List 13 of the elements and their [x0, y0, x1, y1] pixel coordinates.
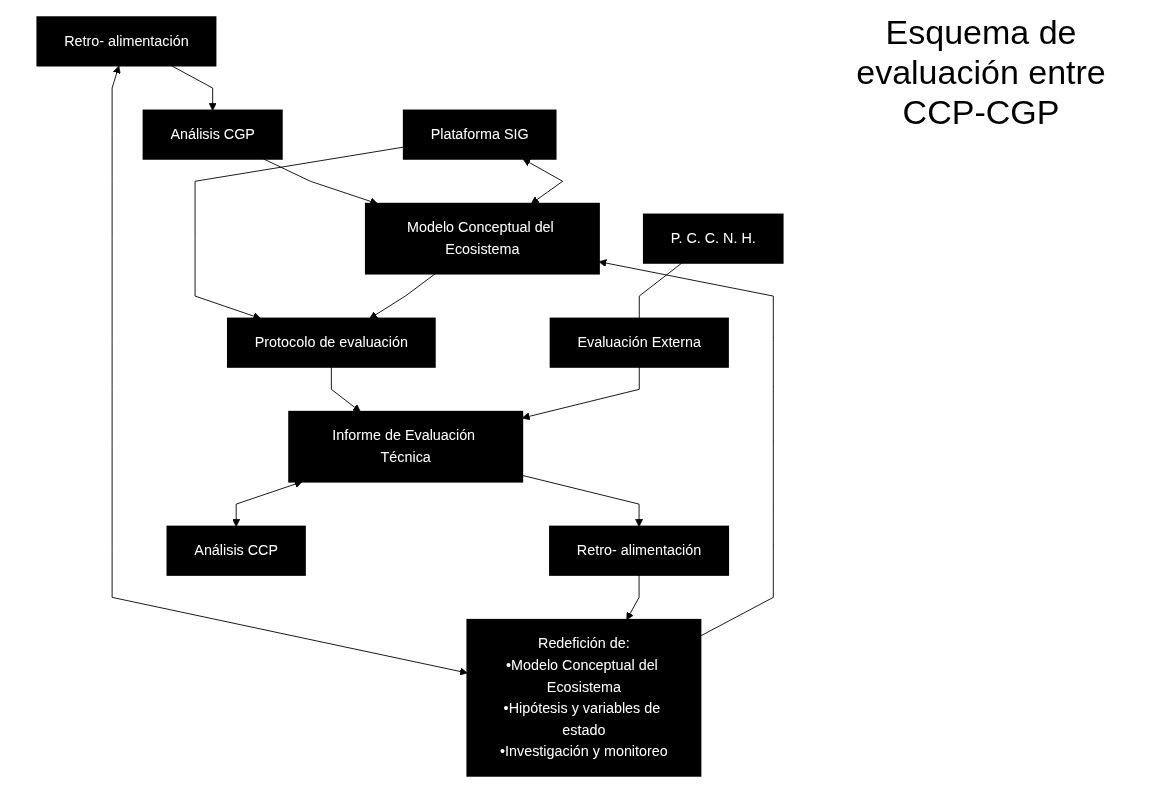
node-box: Plataforma SIG: [402, 109, 557, 160]
node-box: P. C. C. N. H.: [642, 213, 784, 264]
node-box: Análisis CGP: [142, 109, 283, 160]
node-box: Redefición de: •Modelo Conceptual del Ecosistema •Hipótesis y variables de estado •Investigación y monitoreo: [466, 618, 702, 777]
diagram-title: Esquema de evaluación entre CCP-CGP: [855, 12, 1107, 132]
node-box: Informe de Evaluación Técnica: [288, 410, 524, 483]
connector: [638, 262, 683, 319]
node-box: Protocolo de evaluación: [226, 317, 436, 368]
node-box: Retro- alimentación: [36, 16, 217, 67]
node-box: Retro- alimentación: [549, 525, 730, 576]
node-box: Modelo Conceptual del Ecosistema: [364, 202, 600, 275]
node-box: Análisis CCP: [166, 525, 306, 576]
node-box: Evaluación Externa: [549, 317, 729, 368]
